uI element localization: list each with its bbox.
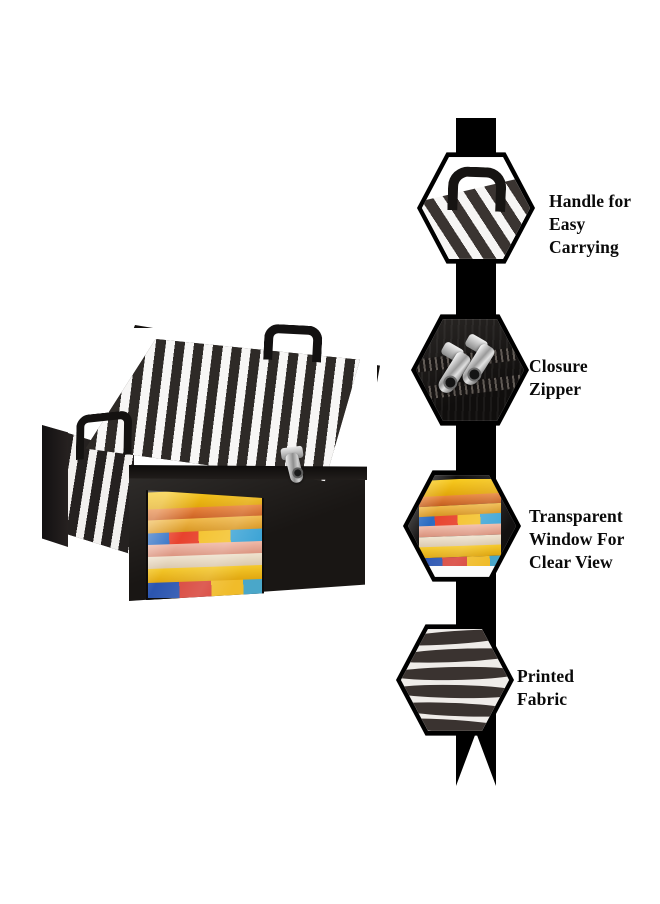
fabric-photo-icon: [401, 629, 509, 731]
folded-cloth-stack: [418, 479, 501, 567]
handle-strap-icon: [447, 166, 507, 212]
zipper-track: [129, 465, 367, 480]
window-photo-icon: [408, 475, 516, 577]
feature-hex-fabric: [396, 624, 514, 736]
top-handle: [263, 323, 323, 363]
feature-hex-handle: [417, 152, 535, 264]
product-main-image: [30, 323, 380, 615]
feature-label-window: Transparent Window For Clear View: [529, 506, 625, 572]
feature-label-fabric: Printed Fabric: [517, 666, 575, 709]
feature-label-zipper: Closure Zipper: [529, 356, 588, 399]
feature-hex-window: [403, 470, 521, 582]
feature-hex-zipper: [411, 314, 529, 426]
feature-label-handle: Handle for Easy Carrying: [549, 191, 632, 257]
zipper-photo-icon: [416, 319, 524, 421]
handle-photo-icon: [422, 157, 530, 259]
side-handle: [75, 409, 133, 461]
bag-left-edge: [42, 425, 68, 547]
